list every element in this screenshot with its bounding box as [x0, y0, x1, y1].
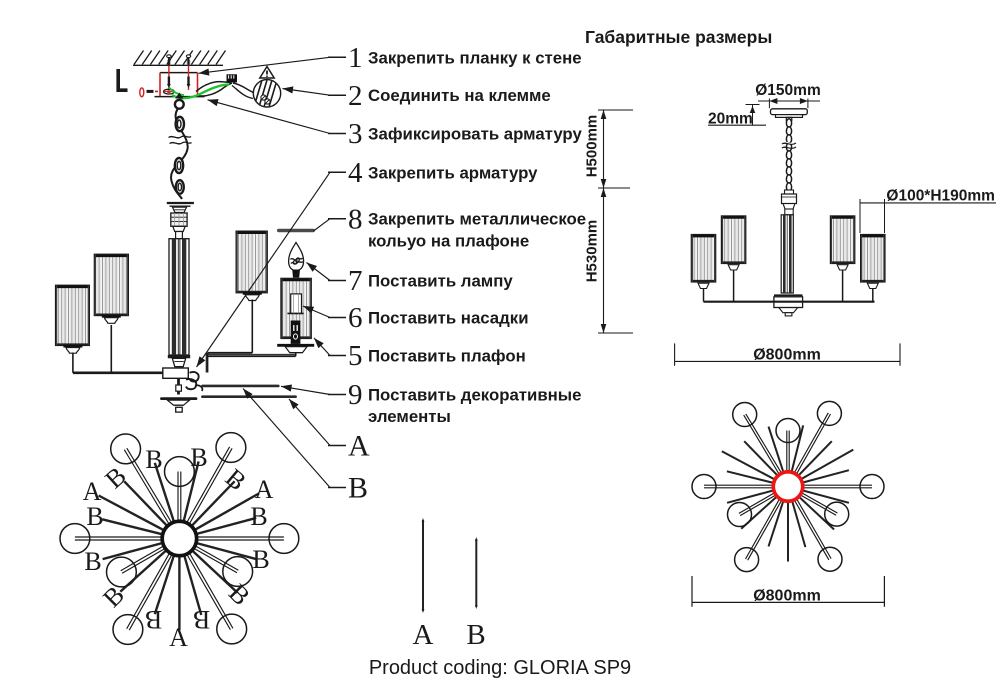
svg-text:B: B [145, 445, 162, 474]
svg-text:4: 4 [348, 157, 363, 189]
svg-text:Поставить плафон: Поставить плафон [368, 347, 526, 366]
svg-text:5: 5 [348, 340, 363, 372]
svg-text:B: B [252, 545, 269, 574]
svg-text:элементы: элементы [368, 407, 451, 426]
svg-text:Зафиксировать арматуру: Зафиксировать арматуру [368, 125, 582, 144]
svg-text:Поставить насадки: Поставить насадки [368, 309, 529, 328]
svg-text:Соединить на клемме: Соединить на клемме [368, 86, 551, 105]
svg-text:A: A [255, 475, 274, 504]
svg-text:Поставить декоративные: Поставить декоративные [368, 386, 581, 405]
svg-text:B: B [190, 443, 207, 472]
svg-text:Закрепить металлическое: Закрепить металлическое [368, 210, 586, 229]
svg-text:Product coding: GLORIA SP9: Product coding: GLORIA SP9 [369, 657, 631, 679]
svg-text:A: A [169, 623, 188, 652]
svg-text:Ø100*H190mm: Ø100*H190mm [886, 187, 995, 204]
svg-text:A: A [413, 619, 434, 651]
svg-text:H500mm: H500mm [584, 115, 601, 178]
svg-text:Закрепить планку к стене: Закрепить планку к стене [368, 48, 582, 67]
svg-text:Ø800mm: Ø800mm [753, 587, 821, 604]
svg-text:Габаритные размеры: Габаритные размеры [585, 27, 772, 47]
svg-text:B: B [250, 502, 267, 531]
svg-text:7: 7 [348, 265, 363, 297]
svg-text:B: B [348, 472, 368, 505]
svg-text:Ø800mm: Ø800mm [753, 346, 821, 363]
svg-text:B: B [86, 502, 103, 531]
svg-text:кольуо на плафоне: кольуо на плафоне [368, 231, 529, 250]
svg-text:6: 6 [348, 302, 363, 334]
svg-text:A: A [348, 430, 370, 463]
svg-text:Ø150mm: Ø150mm [755, 82, 820, 99]
svg-text:B: B [84, 547, 101, 576]
svg-text:B: B [145, 605, 162, 634]
svg-text:B: B [193, 605, 210, 634]
svg-text:2: 2 [348, 80, 363, 112]
svg-text:8: 8 [348, 203, 363, 235]
svg-text:H530mm: H530mm [584, 220, 601, 283]
svg-text:9: 9 [348, 379, 363, 411]
svg-text:Поставить лампу: Поставить лампу [368, 272, 513, 291]
svg-text:A: A [83, 477, 102, 506]
svg-text:B: B [466, 619, 485, 651]
svg-text:1: 1 [348, 42, 363, 74]
svg-text:20mm: 20mm [708, 110, 753, 127]
svg-text:Закрепить арматуру: Закрепить арматуру [368, 163, 538, 182]
svg-text:3: 3 [348, 118, 363, 150]
